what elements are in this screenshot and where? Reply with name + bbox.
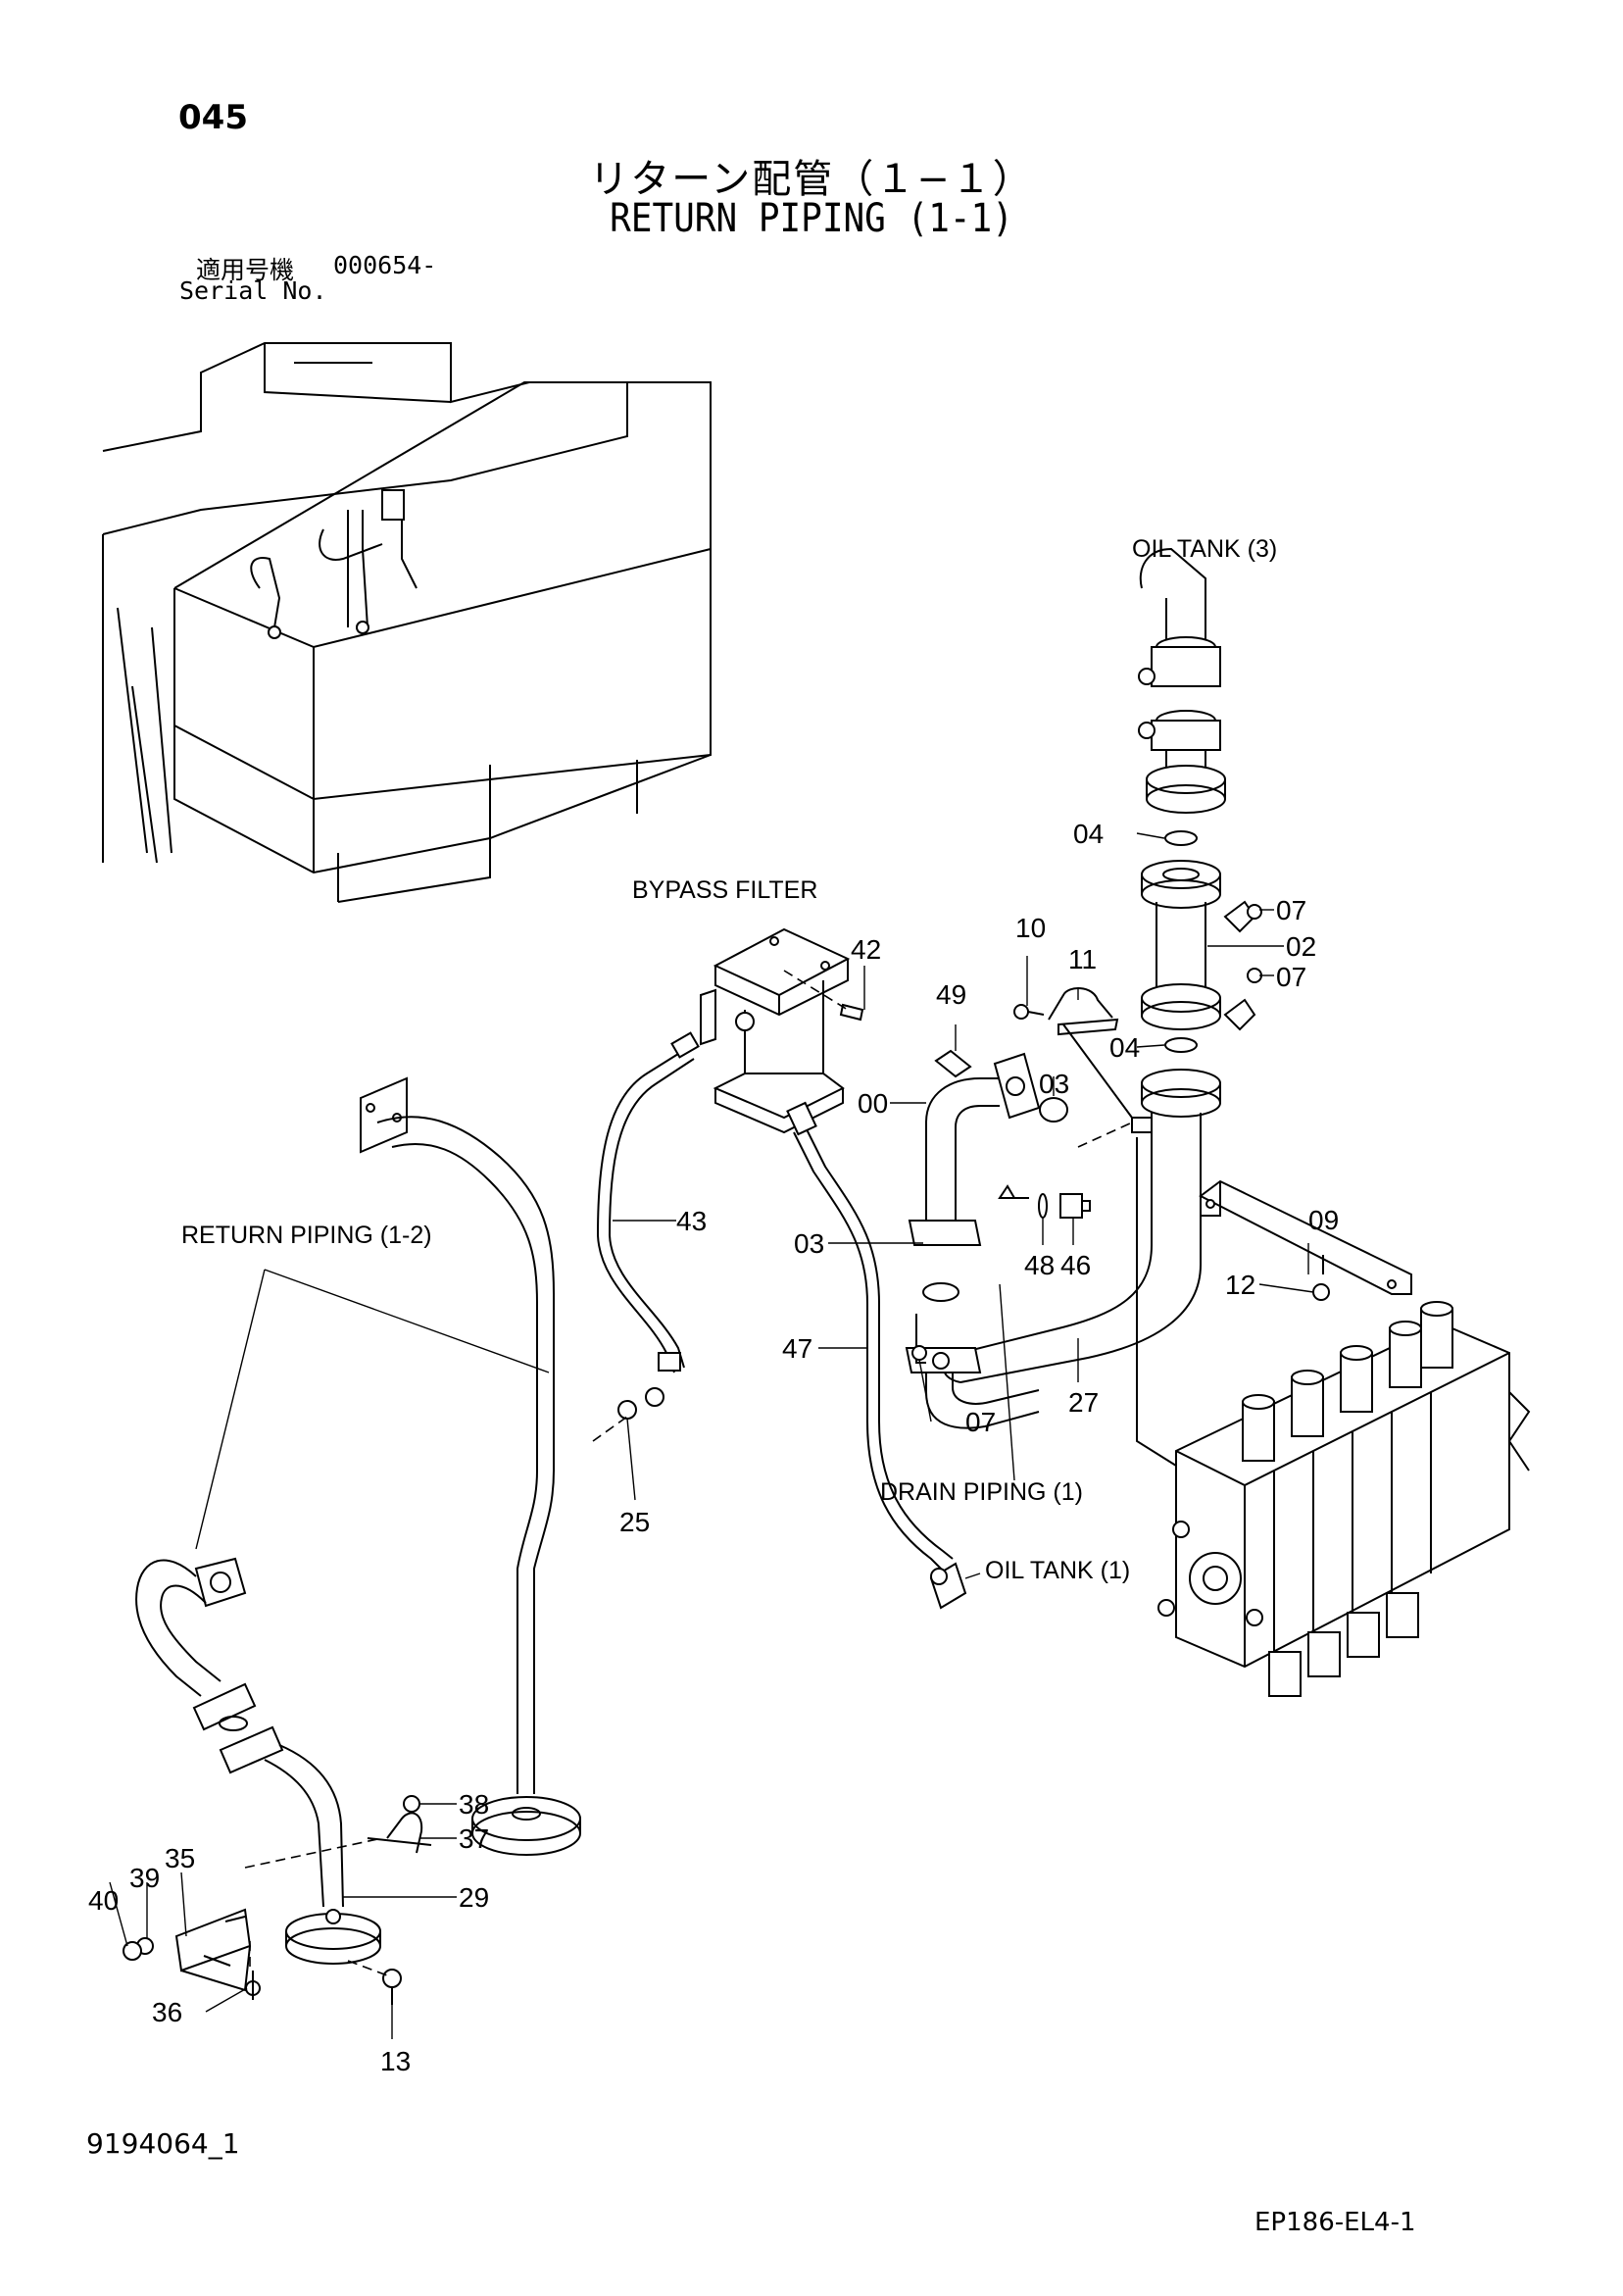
callout-42: 42 bbox=[851, 934, 881, 965]
callout-43: 43 bbox=[676, 1206, 707, 1236]
callout-07-upper: 07 bbox=[1276, 895, 1306, 925]
control-valve-drawing bbox=[1136, 1137, 1531, 1697]
callout-00: 00 bbox=[858, 1088, 888, 1119]
callout-29: 29 bbox=[459, 1882, 489, 1913]
oil-tank-3-pipe-stack bbox=[943, 547, 1262, 1383]
callout-12: 12 bbox=[1225, 1270, 1255, 1300]
callout-07-middle: 07 bbox=[1276, 962, 1306, 992]
callout-37: 37 bbox=[459, 1823, 489, 1854]
serial-number-value: 000654- bbox=[333, 251, 437, 279]
bypass-filter-drawing bbox=[700, 927, 864, 1134]
serial-label-japanese: 適用号機 bbox=[196, 256, 295, 284]
callout-04-upper: 04 bbox=[1073, 819, 1104, 849]
page-number: 045 bbox=[178, 98, 248, 137]
hose-47 bbox=[786, 1101, 967, 1610]
document-number: 9194064_1 bbox=[86, 2127, 240, 2160]
callout-03-lower: 03 bbox=[794, 1228, 824, 1259]
callout-46: 46 bbox=[1060, 1250, 1091, 1280]
callout-02: 02 bbox=[1286, 931, 1316, 962]
callout-03-upper: 03 bbox=[1039, 1069, 1069, 1099]
return-piping-1-2-drawing bbox=[123, 1076, 581, 2005]
label-oil-tank-3: OIL TANK (3) bbox=[1132, 535, 1277, 563]
part-callouts: 04 07 02 07 04 10 11 42 49 03 00 09 43 0… bbox=[88, 819, 1339, 2076]
label-drain-piping-1: DRAIN PIPING (1) bbox=[880, 1478, 1083, 1506]
callout-49: 49 bbox=[936, 979, 966, 1010]
hose-43 bbox=[592, 1031, 700, 1442]
label-oil-tank-1: OIL TANK (1) bbox=[985, 1557, 1130, 1584]
callout-09: 09 bbox=[1308, 1205, 1339, 1235]
callout-48: 48 bbox=[1024, 1250, 1055, 1280]
callout-40: 40 bbox=[88, 1885, 119, 1916]
elbow-00-assembly bbox=[905, 1049, 1153, 1429]
callout-36: 36 bbox=[152, 1997, 182, 2027]
figure-number: EP186-EL4-1 bbox=[1254, 2208, 1416, 2237]
callout-13: 13 bbox=[380, 2046, 411, 2076]
title-japanese: リターン配管（１−１） bbox=[589, 157, 1034, 202]
callout-47: 47 bbox=[782, 1333, 812, 1364]
title-english: RETURN PIPING (1-1) bbox=[610, 196, 1013, 241]
callout-10: 10 bbox=[1015, 913, 1046, 943]
callout-27: 27 bbox=[1068, 1387, 1099, 1418]
callout-07-lower: 07 bbox=[965, 1407, 996, 1437]
callout-25: 25 bbox=[619, 1507, 650, 1537]
label-bypass-filter: BYPASS FILTER bbox=[632, 876, 817, 904]
callout-38: 38 bbox=[459, 1789, 489, 1820]
callout-04-lower: 04 bbox=[1109, 1032, 1140, 1063]
callout-11: 11 bbox=[1068, 944, 1097, 974]
callout-39: 39 bbox=[129, 1863, 160, 1893]
callout-35: 35 bbox=[165, 1843, 195, 1873]
leader-lines bbox=[109, 832, 1314, 2039]
label-return-piping-1-2: RETURN PIPING (1-2) bbox=[181, 1222, 432, 1249]
bracket-09 bbox=[1199, 1179, 1412, 1301]
machine-body-drawing bbox=[102, 342, 712, 903]
clamp-11-bolt-10 bbox=[1013, 987, 1133, 1119]
serial-label-english: Serial No. bbox=[179, 276, 327, 305]
